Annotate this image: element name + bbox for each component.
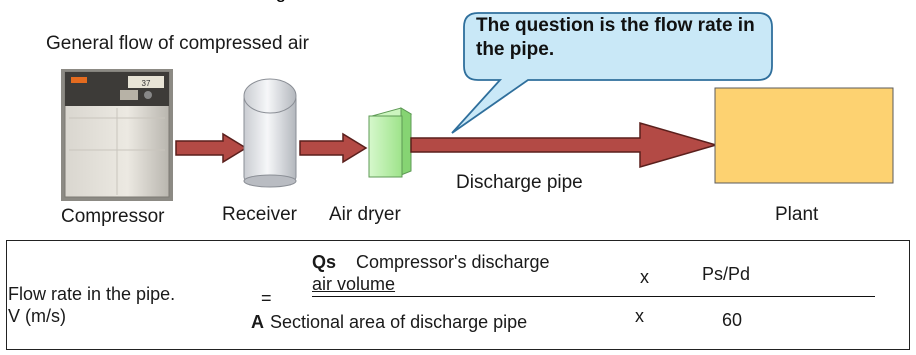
numerator-times: x bbox=[640, 267, 649, 288]
numerator-text-line2: air volume bbox=[312, 274, 395, 295]
flow-arrow-compressor-receiver bbox=[176, 134, 246, 162]
formula-lhs-line1: Flow rate in the pipe. bbox=[8, 284, 175, 305]
flow-arrow-receiver-dryer bbox=[300, 134, 366, 162]
cut-off-header-text: ...ing bbox=[245, 0, 286, 3]
numerator-text-line1: Compressor's discharge bbox=[356, 252, 550, 273]
denominator-symbol: A bbox=[251, 312, 264, 333]
compressor-badge: 37 bbox=[142, 79, 151, 88]
denominator-text: Sectional area of discharge pipe bbox=[270, 312, 527, 333]
compressor-icon: 37 bbox=[61, 69, 173, 201]
diagram-heading: General flow of compressed air bbox=[46, 33, 309, 55]
fraction-line bbox=[312, 296, 875, 297]
label-compressor: Compressor bbox=[61, 206, 164, 228]
label-receiver: Receiver bbox=[222, 204, 297, 226]
numerator-symbol: Qs bbox=[312, 252, 336, 273]
formula-lhs-line2: V (m/s) bbox=[8, 306, 66, 327]
label-plant: Plant bbox=[775, 204, 818, 226]
numerator-right: Ps/Pd bbox=[702, 264, 750, 285]
callout-text: The question is the flow rate in the pip… bbox=[476, 14, 768, 62]
air-dryer-icon bbox=[369, 108, 411, 177]
denominator-right: 60 bbox=[722, 310, 742, 331]
formula-equals: = bbox=[261, 288, 272, 309]
label-air-dryer: Air dryer bbox=[329, 204, 401, 226]
denominator-times: x bbox=[635, 306, 644, 327]
receiver-icon bbox=[244, 79, 296, 187]
label-discharge-pipe: Discharge pipe bbox=[456, 172, 583, 194]
plant-box bbox=[715, 88, 893, 183]
